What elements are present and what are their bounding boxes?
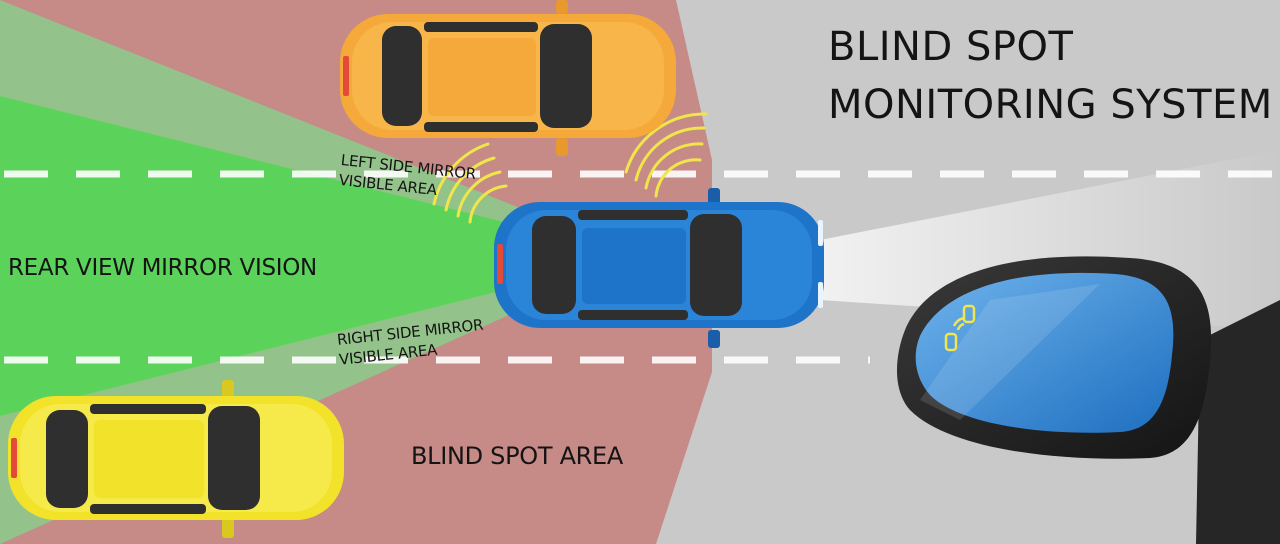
blind-spot-label: BLIND SPOT AREA: [411, 442, 624, 470]
diagram-title: BLIND SPOT MONITORING SYSTEM: [828, 18, 1273, 134]
side-mirror-icon: [896, 256, 1280, 544]
blind-spot-warning-icon: [944, 304, 976, 352]
rear-view-label: REAR VIEW MIRROR VISION: [8, 255, 317, 281]
orange-car: [340, 0, 676, 156]
sensor-wave-icon: [432, 112, 708, 224]
yellow-car: [8, 380, 344, 538]
title-line-1: BLIND SPOT: [828, 24, 1074, 70]
title-line-2: MONITORING SYSTEM: [828, 82, 1273, 128]
blue-car: [494, 188, 824, 348]
